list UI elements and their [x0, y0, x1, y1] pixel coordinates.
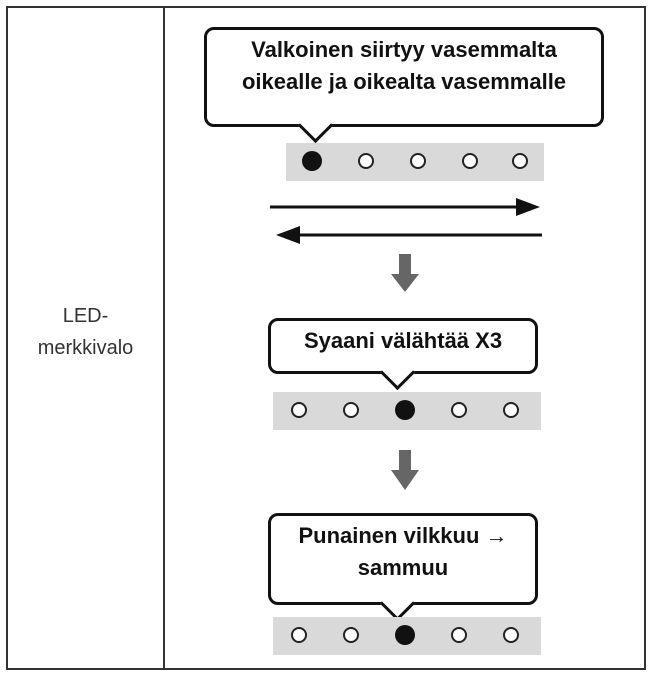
callout-line-1: Syaani välähtää X3 [303, 328, 503, 353]
down-arrow-icon [391, 254, 419, 292]
callout-line-1: Punainen vilkkuu → [298, 523, 508, 548]
callout-line-2: sammuu [357, 555, 449, 580]
callout-line-1: Valkoinen siirtyy vasemmalta [251, 37, 557, 62]
led-dot-off [503, 402, 519, 418]
label-line-2: merkkivalo [37, 337, 134, 359]
led-strip-1 [286, 143, 544, 181]
table-frame [6, 6, 646, 670]
led-dot-off [451, 627, 467, 643]
left-arrowhead-icon [276, 226, 300, 244]
led-dot-off [358, 153, 374, 169]
led-dot-off [343, 402, 359, 418]
callout-white-sweep: Valkoinen siirtyy vasemmalta oikealle ja… [204, 27, 604, 144]
callout-red-blink: Punainen vilkkuu → sammuu [268, 513, 538, 622]
led-indicator-label: LED- merkkivalo [8, 300, 163, 364]
led-dot-off [503, 627, 519, 643]
led-dot-on [302, 151, 322, 171]
column-divider [163, 6, 165, 670]
led-dot-off [410, 153, 426, 169]
callout-line-2: oikealle ja oikealta vasemmalle [241, 69, 567, 94]
down-arrow-icon [391, 450, 419, 490]
led-dot-on [395, 400, 415, 420]
led-dot-off [291, 627, 307, 643]
led-dot-off [343, 627, 359, 643]
led-dot-off [291, 402, 307, 418]
led-strip-3 [273, 617, 541, 655]
callout-cyan-flash: Syaani välähtää X3 [268, 318, 538, 391]
led-strip-2 [273, 392, 541, 430]
right-arrowhead-icon [516, 198, 540, 216]
led-dot-off [512, 153, 528, 169]
label-line-1: LED- [62, 305, 109, 327]
led-dot-off [462, 153, 478, 169]
led-dot-off [451, 402, 467, 418]
led-dot-on [395, 625, 415, 645]
